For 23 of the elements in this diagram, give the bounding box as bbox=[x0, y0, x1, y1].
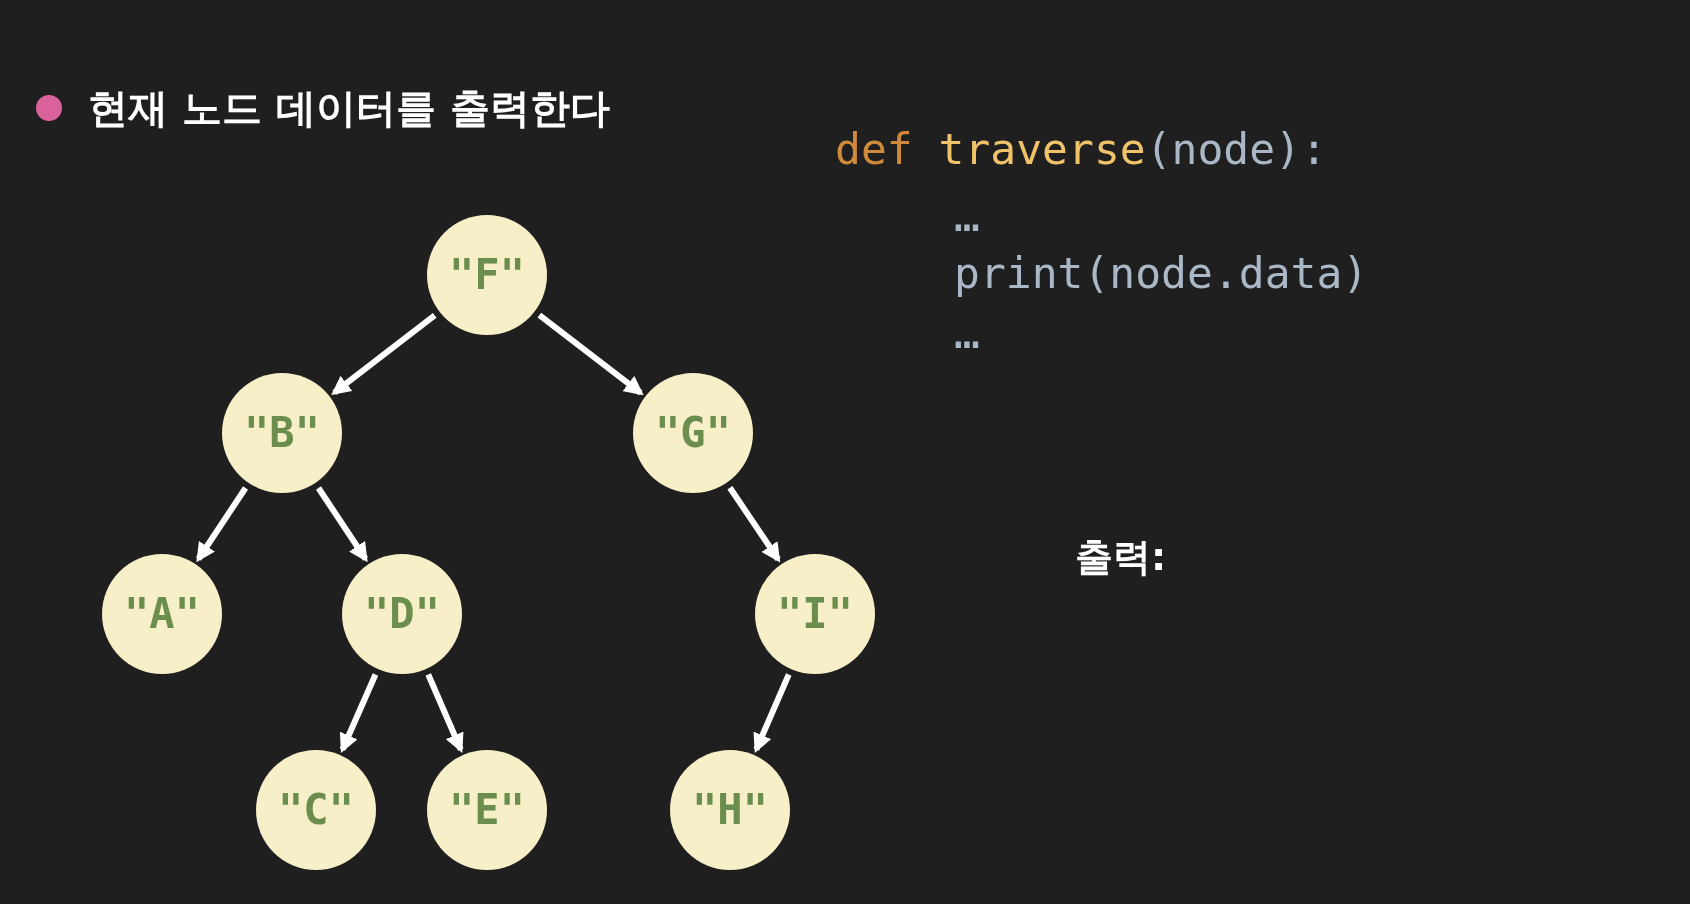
arrow bbox=[425, 673, 464, 753]
code-line: def traverse(node): bbox=[835, 128, 1327, 171]
node-label: "G" bbox=[655, 412, 731, 454]
arrow bbox=[753, 673, 792, 753]
node-label: "E" bbox=[449, 789, 525, 831]
arrow bbox=[331, 312, 437, 396]
code-line: … bbox=[954, 195, 980, 238]
code-line: print(node.data) bbox=[954, 252, 1369, 295]
node-label: "F" bbox=[449, 254, 525, 296]
node-label: "D" bbox=[364, 593, 440, 635]
node-label: "H" bbox=[692, 789, 768, 831]
node-label: "B" bbox=[244, 412, 320, 454]
arrow bbox=[727, 486, 781, 563]
arrow bbox=[315, 486, 369, 563]
node-label: "I" bbox=[777, 593, 853, 635]
code-line: … bbox=[954, 312, 980, 355]
node-label: "A" bbox=[124, 593, 200, 635]
arrow bbox=[195, 486, 249, 563]
heading: 현재 노드 데이터를 출력한다 bbox=[88, 88, 610, 128]
node-label: "C" bbox=[278, 789, 354, 831]
arrow bbox=[339, 673, 379, 754]
output-label: 출력: bbox=[1075, 538, 1167, 576]
arrow bbox=[537, 312, 644, 396]
